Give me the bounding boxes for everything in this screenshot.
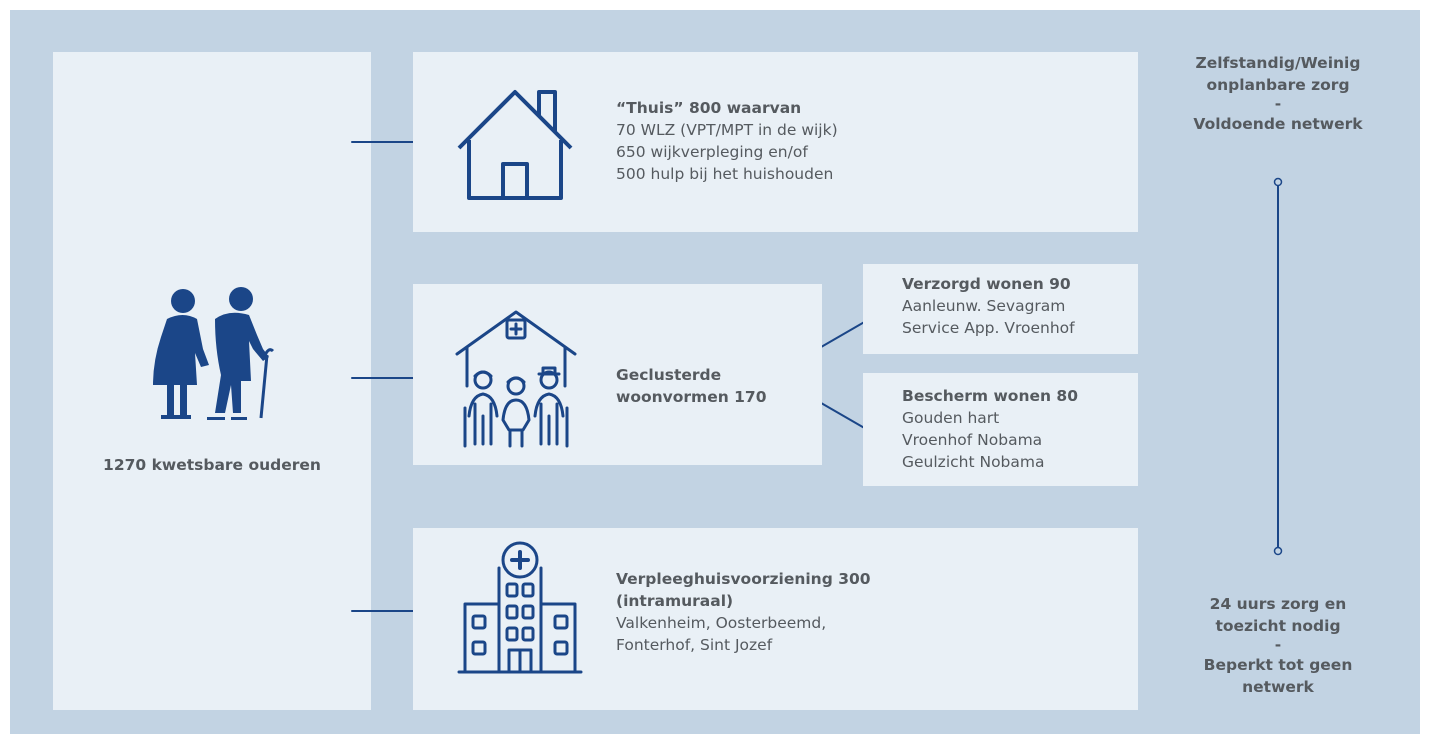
scale-top-label: Zelfstandig/Weinig onplanbare zorg - Vol… [1150, 52, 1406, 135]
home-line: 650 wijkverpleging en/of [616, 143, 808, 161]
scale-bottom-label: 24 uurs zorg en toezicht nodig - Beperkt… [1150, 593, 1406, 698]
cared-living-text: Verzorgd wonen 90 Aanleunw. Sevagram Ser… [902, 273, 1075, 339]
nursing-home-subtitle: (intramuraal) [616, 592, 734, 610]
scale-top-line: Voldoende netwerk [1193, 115, 1363, 133]
home-line: 500 hulp bij het huishouden [616, 165, 834, 183]
house-icon [457, 90, 573, 200]
protected-living-box [863, 373, 1138, 486]
nursing-home-line: Valkenheim, Oosterbeemd, [616, 614, 827, 632]
scale-line [1273, 177, 1283, 556]
scale-bottom-line: toezicht nodig [1215, 617, 1341, 635]
protected-living-line: Vroenhof Nobama [902, 431, 1043, 449]
clustered-title: Geclusterde woonvormen 170 [616, 364, 767, 408]
elderly-couple-icon [153, 287, 275, 420]
protected-living-line: Gouden hart [902, 409, 1000, 427]
scale-top-line: onplanbare zorg [1206, 76, 1350, 94]
home-text: “Thuis” 800 waarvan 70 WLZ (VPT/MPT in d… [616, 97, 838, 185]
nursing-home-text: Verpleeghuisvoorziening 300 (intramuraal… [616, 568, 871, 656]
care-residence-icon [455, 310, 577, 448]
hospital-building-icon [457, 541, 583, 674]
home-line: 70 WLZ (VPT/MPT in de wijk) [616, 121, 838, 139]
cared-living-line: Service App. Vroenhof [902, 319, 1075, 337]
nursing-home-box [413, 528, 1138, 710]
scale-top-line: - [1274, 95, 1282, 113]
clustered-box [413, 284, 822, 465]
cared-living-line: Aanleunw. Sevagram [902, 297, 1066, 315]
nursing-home-title: Verpleeghuisvoorziening 300 [616, 570, 871, 588]
scale-bottom-dot [1273, 546, 1283, 556]
scale-bottom-line: Beperkt tot geen [1203, 656, 1353, 674]
scale-bottom-line: netwerk [1242, 678, 1314, 696]
scale-top-line: Zelfstandig/Weinig [1195, 54, 1361, 72]
population-label: 1270 kwetsbare ouderen [103, 456, 321, 474]
protected-living-line: Geulzicht Nobama [902, 453, 1045, 471]
nursing-home-line: Fonterhof, Sint Jozef [616, 636, 773, 654]
home-title: “Thuis” 800 waarvan [616, 99, 802, 117]
protected-living-text: Bescherm wonen 80 Gouden hart Vroenhof N… [902, 385, 1078, 473]
protected-living-title: Bescherm wonen 80 [902, 387, 1078, 405]
population-panel [53, 52, 371, 710]
clustered-title-line: woonvormen 170 [616, 388, 767, 406]
scale-top-dot [1273, 177, 1283, 187]
scale-bottom-line: - [1274, 636, 1282, 654]
home-box [413, 52, 1138, 232]
cared-living-title: Verzorgd wonen 90 [902, 275, 1071, 293]
clustered-title-line: Geclusterde [616, 366, 722, 384]
scale-bottom-line: 24 uurs zorg en [1209, 595, 1347, 613]
cared-living-box [863, 264, 1138, 354]
